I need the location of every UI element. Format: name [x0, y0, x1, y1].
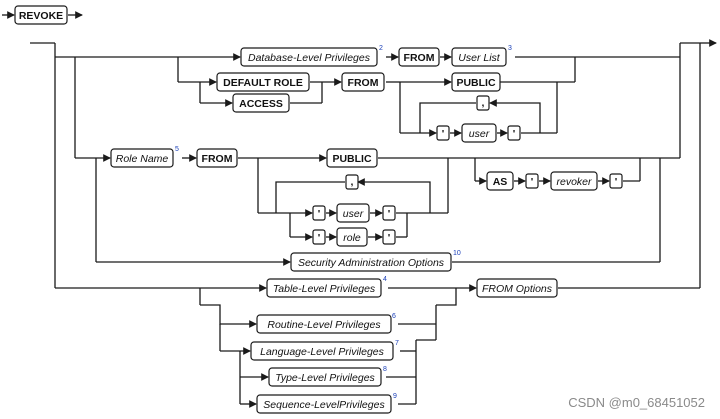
revoker-term: revoker: [550, 171, 598, 191]
svg-text:DEFAULT ROLE: DEFAULT ROLE: [223, 77, 303, 89]
svg-text:': ': [318, 208, 321, 220]
svg-text:': ': [388, 232, 391, 244]
svg-text:user: user: [343, 208, 364, 220]
svg-text:': ': [513, 128, 516, 140]
quote-terminal: ': [312, 205, 326, 221]
svg-text:': ': [615, 176, 618, 188]
svg-text:9: 9: [393, 393, 397, 400]
svg-text:Security Administration Option: Security Administration Options: [298, 257, 445, 269]
svg-text:,: ,: [351, 176, 354, 188]
from-keyword: FROM: [196, 148, 238, 168]
routine-level-privileges-term: Routine-Level Privileges 6: [256, 313, 396, 334]
quote-terminal: ': [525, 173, 539, 189]
svg-text:Routine-Level Privileges: Routine-Level Privileges: [267, 319, 381, 331]
quote-terminal: ': [436, 125, 450, 141]
public-keyword: PUBLIC: [326, 148, 378, 168]
svg-text:Database-Level Privileges: Database-Level Privileges: [248, 52, 371, 64]
svg-text:Language-Level Privileges: Language-Level Privileges: [260, 346, 384, 358]
svg-text:FROM Options: FROM Options: [482, 283, 553, 295]
svg-text:3: 3: [508, 45, 512, 52]
user-term: user: [336, 203, 370, 223]
svg-text:,: ,: [482, 97, 485, 109]
comma-terminal: ,: [345, 174, 359, 190]
default-role-keyword: DEFAULT ROLE: [216, 72, 310, 92]
svg-text:': ': [442, 128, 445, 140]
svg-text:User List: User List: [458, 52, 501, 64]
quote-terminal: ': [312, 229, 326, 245]
svg-text:Sequence-LevelPrivileges: Sequence-LevelPrivileges: [263, 399, 385, 411]
type-level-privileges-term: Type-Level Privileges 8: [268, 366, 387, 387]
svg-text:8: 8: [383, 366, 387, 373]
svg-text:ACCESS: ACCESS: [239, 98, 283, 110]
svg-text:6: 6: [392, 313, 396, 320]
role-term: role: [336, 227, 368, 247]
from-options-term: FROM Options: [476, 278, 558, 298]
sequence-level-privileges-term: Sequence-LevelPrivileges 9: [256, 393, 397, 414]
svg-text:user: user: [469, 128, 490, 140]
svg-text:7: 7: [395, 340, 399, 347]
role-name-term: Role Name 5: [110, 146, 179, 168]
svg-text:4: 4: [383, 276, 387, 283]
quote-terminal: ': [382, 229, 396, 245]
svg-text:5: 5: [175, 146, 179, 153]
svg-text:revoker: revoker: [556, 176, 592, 188]
from-keyword: FROM: [341, 72, 385, 92]
svg-text:Type-Level Privileges: Type-Level Privileges: [275, 372, 375, 384]
from-keyword: FROM: [398, 47, 440, 67]
language-level-privileges-term: Language-Level Privileges 7: [250, 340, 399, 361]
svg-text:FROM: FROM: [404, 52, 435, 64]
quote-terminal: ': [507, 125, 521, 141]
as-keyword: AS: [486, 171, 514, 191]
svg-text:PUBLIC: PUBLIC: [456, 77, 496, 89]
public-keyword: PUBLIC: [451, 72, 501, 92]
svg-text:PUBLIC: PUBLIC: [332, 153, 372, 165]
table-level-privileges-term: Table-Level Privileges 4: [266, 276, 387, 298]
svg-text:': ': [318, 232, 321, 244]
connector-lines: [30, 39, 717, 408]
access-keyword: ACCESS: [232, 93, 290, 113]
svg-text:FROM: FROM: [348, 77, 379, 89]
quote-terminal: ': [609, 173, 623, 189]
svg-text:AS: AS: [493, 176, 508, 188]
svg-text:10: 10: [453, 250, 461, 257]
svg-text:FROM: FROM: [202, 153, 233, 165]
quote-terminal: ': [382, 205, 396, 221]
svg-text:Role Name: Role Name: [116, 153, 169, 165]
comma-terminal: ,: [476, 95, 490, 111]
watermark: CSDN @m0_68451052: [568, 395, 705, 410]
svg-text:2: 2: [379, 45, 383, 52]
svg-text:Table-Level Privileges: Table-Level Privileges: [273, 283, 376, 295]
security-administration-options-term: Security Administration Options 10: [290, 250, 461, 272]
user-list-term: User List 3: [451, 45, 512, 67]
revoke-keyword: REVOKE: [14, 5, 68, 25]
svg-text:role: role: [343, 232, 361, 244]
svg-text:': ': [531, 176, 534, 188]
svg-text:REVOKE: REVOKE: [19, 10, 63, 22]
user-term: user: [461, 123, 497, 143]
database-level-privileges-term: Database-Level Privileges 2: [240, 45, 383, 67]
svg-text:': ': [388, 208, 391, 220]
